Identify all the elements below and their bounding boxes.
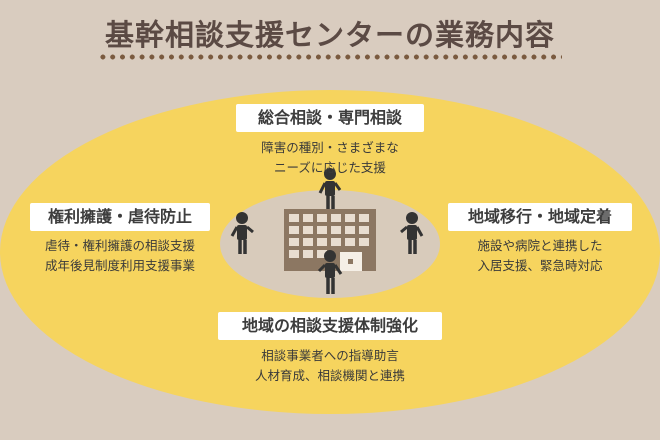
- description-line: 虐待・権利擁護の相談支援: [44, 238, 195, 253]
- description-line: 相談事業者への指導助言: [261, 348, 399, 363]
- section-left-description: 虐待・権利擁護の相談支援 成年後見制度利用支援事業: [20, 236, 220, 276]
- page-title: 基幹相談支援センターの業務内容: [104, 18, 555, 52]
- description-line: ニーズに応じた支援: [274, 160, 386, 175]
- section-right-description: 施設や病院と連携した 入居支援、緊急時対応: [440, 236, 640, 276]
- person-icon: [318, 168, 342, 209]
- dotted-divider: [98, 53, 562, 61]
- section-right-label: 地域移行・地域定着: [448, 203, 632, 231]
- person-icon: [317, 250, 343, 294]
- description-line: 人材育成、相談機関と連携: [254, 368, 405, 383]
- person-icon: [230, 212, 254, 254]
- description-line: 入居支援、緊急時対応: [477, 258, 603, 273]
- description-line: 障害の種別・さまざまな: [261, 140, 399, 155]
- description-line: 施設や病院と連携した: [477, 238, 603, 253]
- section-left-label: 権利擁護・虐待防止: [30, 203, 210, 231]
- description-line: 成年後見制度利用支援事業: [44, 258, 195, 273]
- section-bottom-description: 相談事業者への指導助言 人材育成、相談機関と連携: [230, 346, 430, 386]
- section-top-label: 総合相談・専門相談: [236, 104, 424, 132]
- section-top-description: 障害の種別・さまざまな ニーズに応じた支援: [230, 138, 430, 178]
- person-icon: [400, 212, 424, 254]
- section-bottom-label: 地域の相談支援体制強化: [218, 312, 442, 340]
